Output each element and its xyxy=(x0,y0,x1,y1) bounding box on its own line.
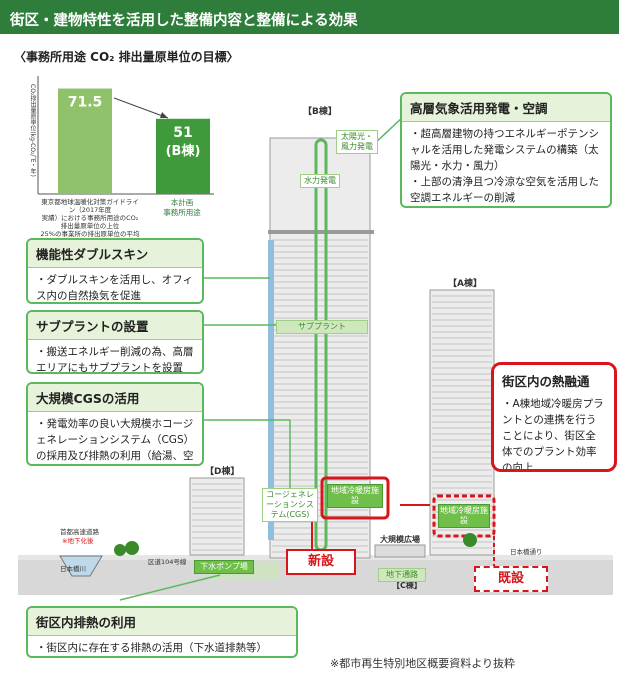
building-c-label: 【C棟】 xyxy=(392,581,422,590)
double-skin-box: 機能性ダブルスキン ・ダブルスキンを活用し、オフィス内の自然換気を促進 xyxy=(26,238,204,304)
new-facility-label: 新設 xyxy=(286,549,356,575)
building-c xyxy=(374,544,426,558)
tree xyxy=(125,541,139,555)
building-b-label: 【B棟】 xyxy=(303,107,337,117)
street-label: 日本橋通り xyxy=(510,548,543,556)
chart-ylabel: CO₂排出量原単位(kg-CO₂/㎡・年) xyxy=(29,84,36,177)
weather-power-body: ・超高層建物の持つエネルギーポテンシャルを活用した発電システムの構築（太陽光・水… xyxy=(402,122,610,206)
page-title: 街区・建物特性を活用した整備内容と整備による効果 xyxy=(10,13,358,29)
building-d-label: 【D棟】 xyxy=(205,467,240,477)
reduction-arrowhead xyxy=(160,112,168,118)
new-facility-marker xyxy=(320,476,390,520)
weather-power-item: ・上部の清浄且つ冷涼な空気を活用した空調エネルギーの削減 xyxy=(410,176,599,204)
double-skin-body: ・ダブルスキンを活用し、オフィス内の自然換気を促進 xyxy=(36,274,193,302)
heat-interchange-box: 街区内の熱融通 ・A棟地域冷暖房プラントとの連携を行うことにより、街区全体でのプ… xyxy=(491,362,617,472)
waste-heat-title: 街区内排熱の利用 xyxy=(28,608,296,636)
subplant-box: サブプラントの設置 ・搬送エネルギー削減の為、高層エリアにもサブプラントを設置 xyxy=(26,310,204,374)
cgs-body: ・発電効率の良い大規模ホコージェネレーションシステム（CGS）の採用及び排熱の利… xyxy=(36,418,194,462)
weather-power-title: 高層気象活用発電・空調 xyxy=(402,94,610,122)
weather-power-box: 高層気象活用発電・空調 ・超高層建物の持つエネルギーポテンシャルを活用した発電シ… xyxy=(400,92,612,208)
expressway-label: 首都高速道路 xyxy=(60,528,99,536)
solar-tag: 太陽光・風力発電 xyxy=(336,130,378,154)
subplant-body: ・搬送エネルギー削減の為、高層エリアにもサブプラントを設置 xyxy=(36,346,194,374)
tree xyxy=(463,533,477,547)
chart-bar xyxy=(58,88,112,194)
chart-category-2: 本計画 事務所用途 xyxy=(163,198,201,217)
cgs-title: 大規模CGSの活用 xyxy=(28,384,202,412)
plaza-label: 大規模広場 xyxy=(380,535,420,544)
building-b-band xyxy=(268,230,374,234)
dhc-existing-tag: 地域冷暖房施設 xyxy=(438,504,490,528)
tree xyxy=(114,544,126,556)
subplant-title: サブプラントの設置 xyxy=(28,312,202,340)
building-d xyxy=(189,477,245,556)
cgs-box: 大規模CGSの活用 ・発電効率の良い大規模ホコージェネレーションシステム（CGS… xyxy=(26,382,204,466)
double-skin-title: 機能性ダブルスキン xyxy=(28,240,202,268)
river-channel xyxy=(59,555,103,577)
hydro-tag: 水力発電 xyxy=(300,174,340,188)
dhc-new-tag: 地域冷暖房施設 xyxy=(327,484,383,508)
reduction-arrow xyxy=(113,97,169,119)
expressway-note: ※地下化後 xyxy=(62,537,94,545)
chart-plot: 71.5 51 (B棟) xyxy=(37,76,214,195)
waste-heat-body: ・街区内に存在する排熱の活用（下水道排熱等） xyxy=(36,642,267,654)
waste-heat-connector xyxy=(119,574,221,601)
chart-bar xyxy=(156,118,210,194)
building-a-label: 【A棟】 xyxy=(448,279,482,289)
chart-subtitle: 〈事務所用途 CO₂ 排出量原単位の目標〉 xyxy=(14,50,239,64)
subplant-tag: サブプラント xyxy=(276,320,368,334)
waste-heat-box: 街区内排熱の利用 ・街区内に存在する排熱の活用（下水道排熱等） xyxy=(26,606,298,658)
chart-value-label: 51 xyxy=(173,125,192,141)
heat-interchange-title: 街区内の熱融通 xyxy=(494,365,614,392)
cogen-tag: コージェネレーションシステム(CGS) xyxy=(262,488,318,522)
underground-passage-tag: 地下通路 xyxy=(378,568,426,582)
sewage-pump-tag: 下水ポンプ場 xyxy=(194,560,254,574)
existing-facility-label: 既設 xyxy=(474,566,548,592)
header-bar xyxy=(0,0,619,34)
river-label: 日本橋川 xyxy=(60,565,86,573)
route-label: 区道104号線 xyxy=(148,558,187,566)
source-note: ※都市再生特別地区概要資料より抜粋 xyxy=(330,657,515,670)
weather-power-item: ・超高層建物の持つエネルギーポテンシャルを活用した発電システムの構築（太陽光・水… xyxy=(410,128,599,172)
chart-value-label: 71.5 xyxy=(68,95,103,111)
heat-interchange-body: ・A棟地域冷暖房プラントとの連携を行うことにより、街区全体でのプラント効率の向上 xyxy=(502,398,604,472)
double-skin xyxy=(268,240,274,540)
chart-bar-sublabel: (B棟) xyxy=(166,143,201,159)
existing-facility-marker xyxy=(432,494,496,538)
